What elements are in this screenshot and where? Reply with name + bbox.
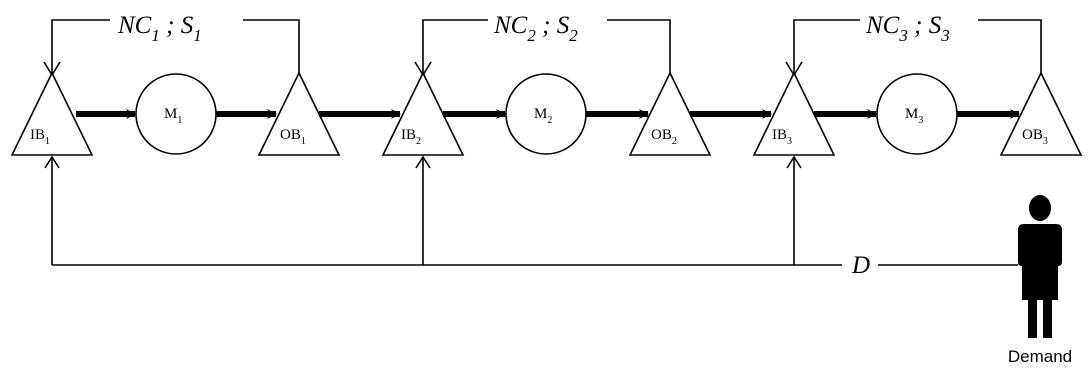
demand-caption: Demand [1008, 347, 1072, 366]
stage-1: NC1 ; S1 IB1 M1 OB1 [10, 12, 401, 156]
loop-label-3: NC3 ; S3 [865, 12, 950, 45]
input-buffer-1: IB1 [10, 71, 94, 156]
control-loop-2: NC2 ; S2 [414, 12, 671, 77]
stage-3: NC3 ; S3 IB3 M3 OB3 [752, 12, 1083, 156]
output-buffer-3-label: OB3 [1022, 127, 1048, 147]
machine-1-label: M1 [164, 106, 182, 126]
stage-2: NC2 ; S2 IB2 M2 OB2 [381, 12, 772, 156]
machine-2: M2 [505, 73, 587, 155]
input-buffer-1-label: IB1 [30, 127, 50, 147]
control-loop-1: NC1 ; S1 [43, 12, 300, 77]
machine-2-label: M2 [534, 106, 552, 126]
machine-1: M1 [135, 73, 217, 155]
output-buffer-2-label: OB2 [651, 127, 677, 147]
person-icon [1018, 195, 1062, 338]
demand-feeds [44, 155, 802, 265]
demand-line-label: D [851, 252, 870, 279]
input-buffer-3-label: IB3 [772, 127, 792, 147]
machine-3: M3 [876, 73, 958, 155]
input-buffer-2-label: IB2 [401, 127, 421, 147]
demand-line: D [52, 252, 1018, 279]
output-buffer-3: OB3 [999, 71, 1083, 156]
output-buffer-1-label: OB1 [280, 127, 306, 147]
loop-label-2: NC2 ; S2 [493, 12, 578, 45]
machine-3-label: M3 [905, 106, 923, 126]
control-loop-3: NC3 ; S3 [785, 12, 1042, 77]
loop-label-1: NC1 ; S1 [117, 12, 202, 45]
